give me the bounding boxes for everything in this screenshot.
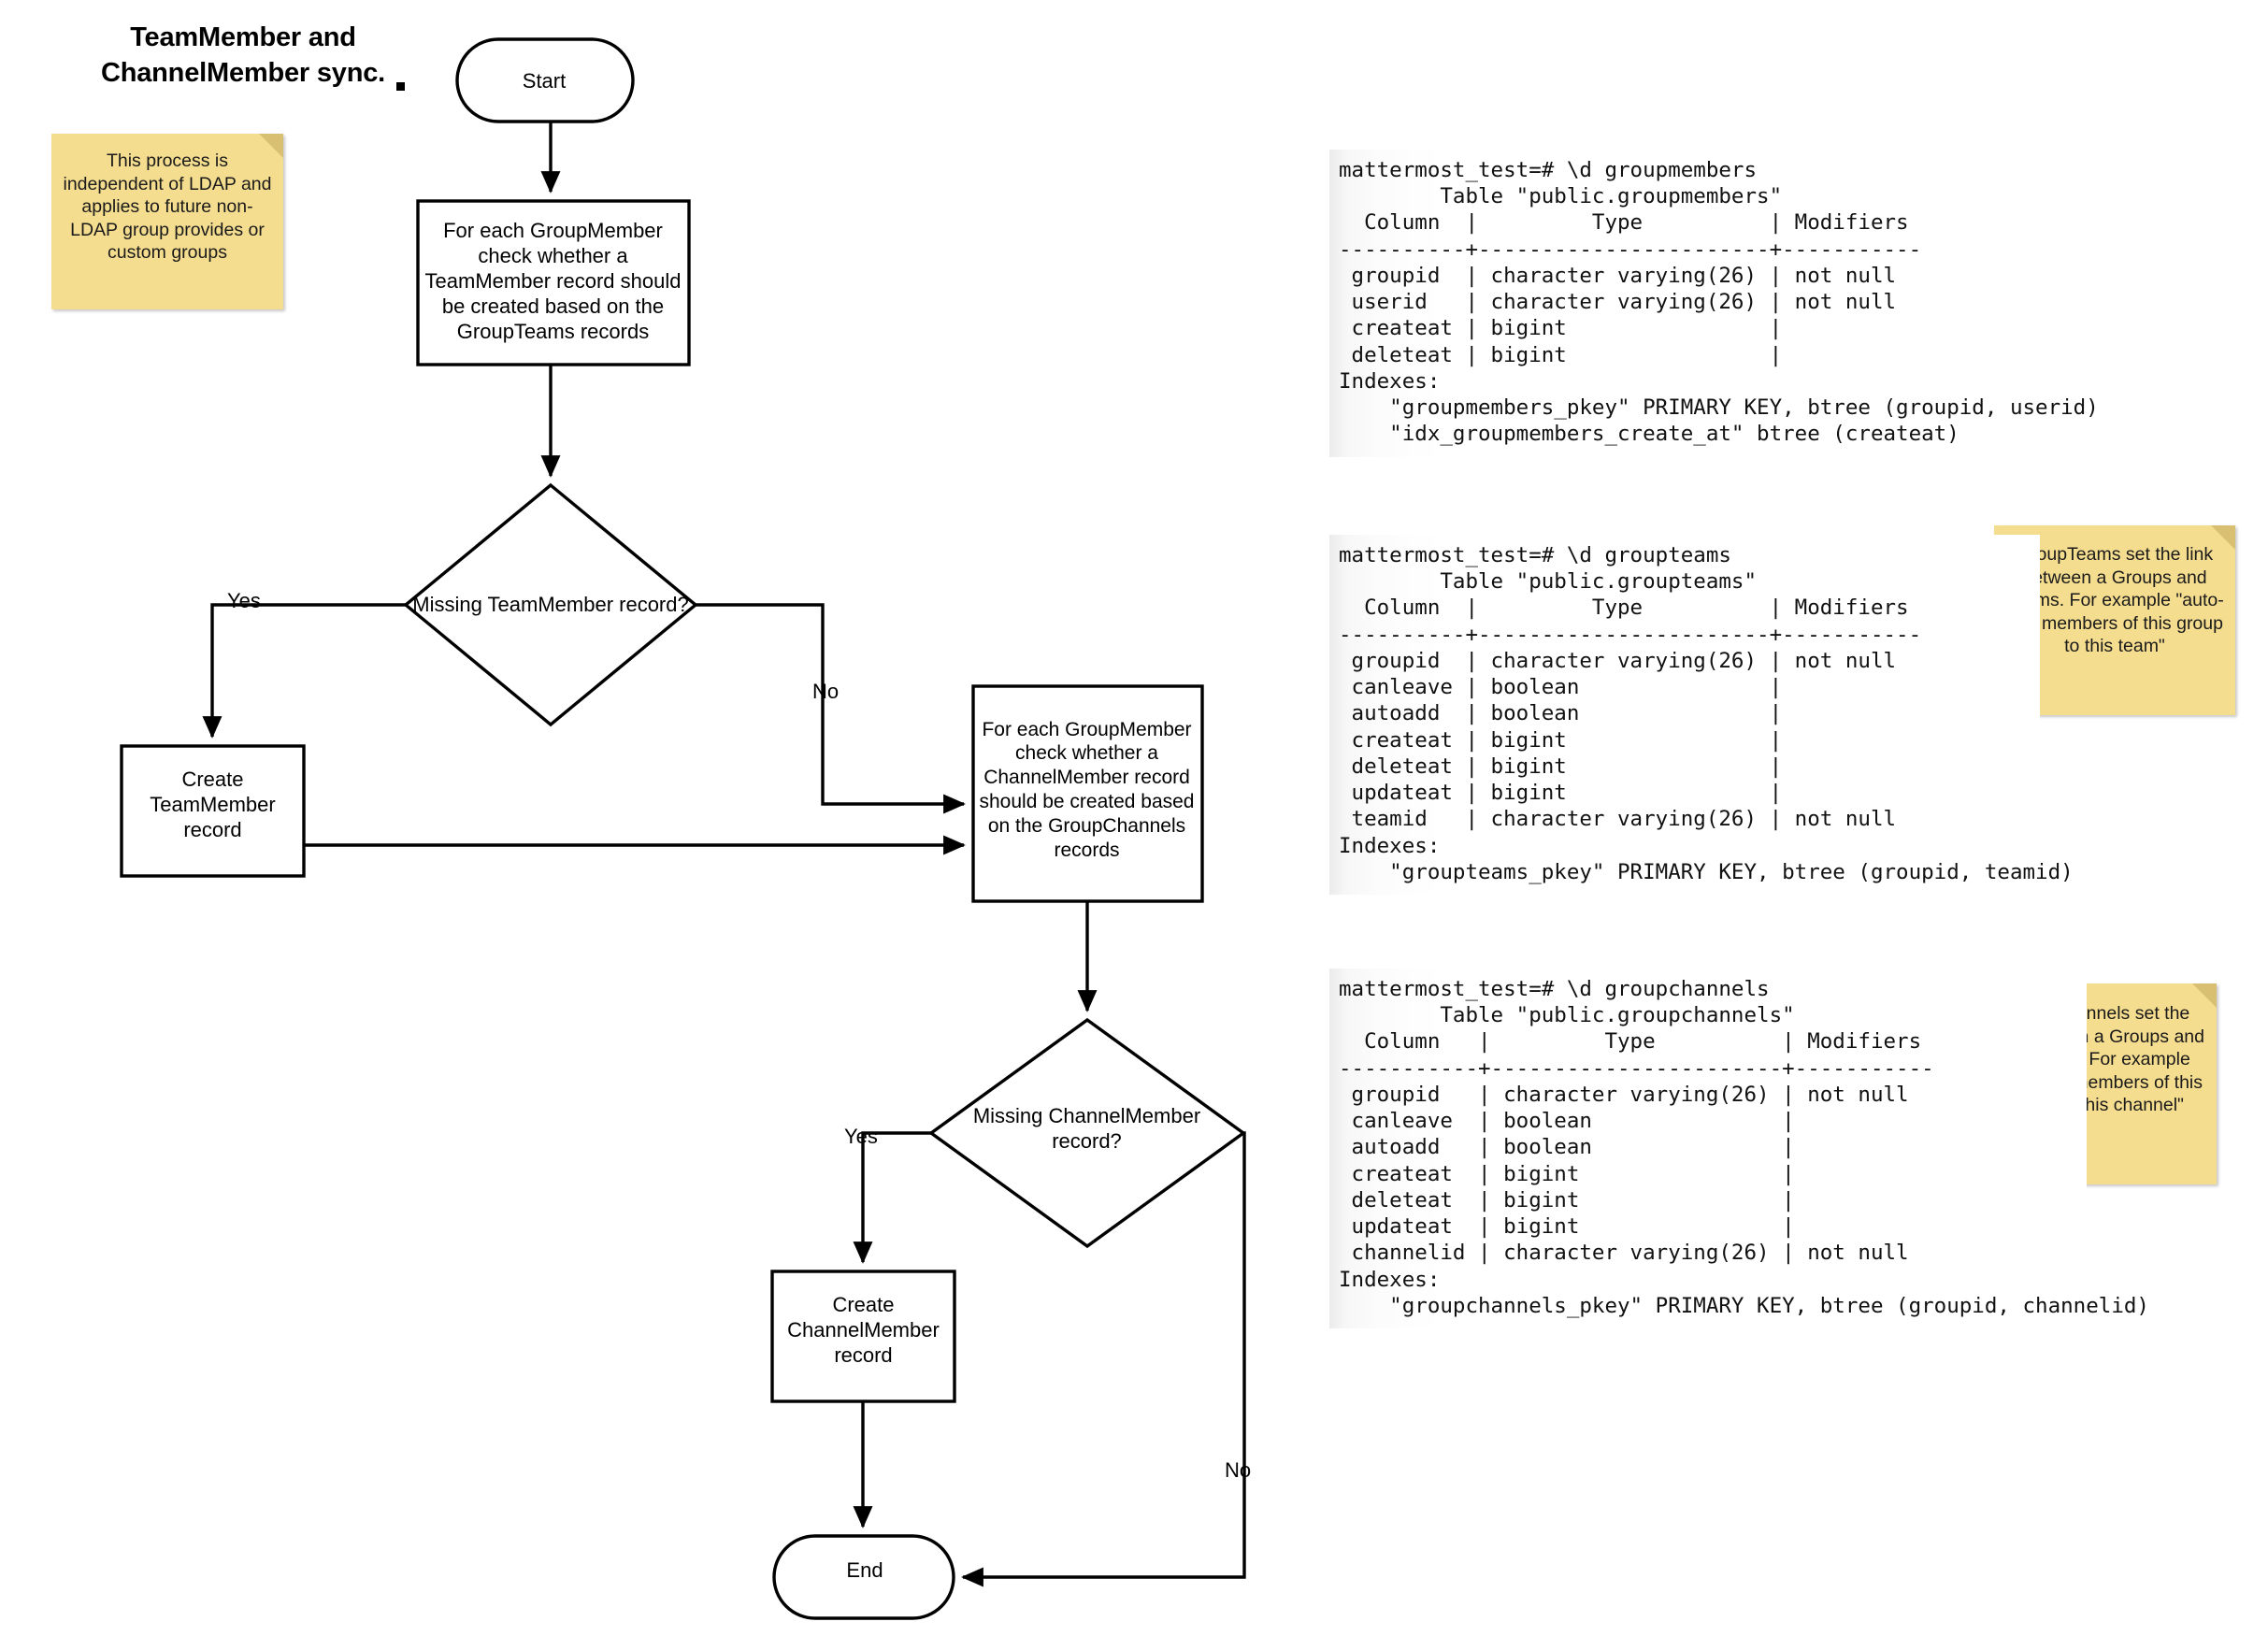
page-title: TeamMember and ChannelMember sync. <box>84 21 402 91</box>
edge-label-no-channelmember: No <box>1225 1458 1252 1482</box>
node-process-teammember-label[interactable]: For each GroupMember check whether a Tea… <box>424 218 682 344</box>
node-start-label[interactable]: Start <box>522 69 567 93</box>
note-fold-icon <box>2211 525 2235 550</box>
node-create-channelmember-label[interactable]: Create ChannelMember record <box>787 1292 940 1368</box>
node-end-label[interactable]: End <box>846 1558 883 1583</box>
node-process-teammember-shape <box>416 199 691 366</box>
node-decision-teammember-label[interactable]: Missing TeamMember record? <box>412 593 689 617</box>
node-process-channelmember-label[interactable]: For each GroupMember check whether a Cha… <box>979 718 1195 861</box>
node-create-teammember-shape <box>120 744 306 878</box>
edge-label-no-teammember: No <box>812 680 840 703</box>
node-create-channelmember-shape <box>770 1270 956 1403</box>
node-end-shape <box>772 1534 955 1620</box>
node-decision-teammember-shape <box>403 482 698 727</box>
sticky-note-groupteams-text: GroupTeams set the link between a Groups… <box>2005 544 2224 657</box>
node-process-channelmember-shape <box>971 684 1204 903</box>
sticky-note-ldap-text: This process is independent of LDAP and … <box>63 151 272 264</box>
page-title-line2: ChannelMember sync. <box>100 57 385 88</box>
edge-decision1-no <box>696 603 966 814</box>
terminal-output-groupmembers: mattermost_test=# \d groupmembers Table … <box>1329 150 2099 457</box>
sticky-note-ldap[interactable]: This process is independent of LDAP and … <box>51 134 283 309</box>
page-title-line1: TeamMember and <box>130 22 356 52</box>
edge-decision1-yes <box>202 603 406 739</box>
note-fold-icon <box>2192 983 2217 1008</box>
edge-label-yes-channelmember: Yes <box>844 1125 878 1148</box>
square-marker-icon <box>396 82 405 91</box>
node-decision-channelmember-label[interactable]: Missing ChannelMember record? <box>972 1103 1201 1153</box>
note-fold-icon <box>259 134 283 158</box>
edge-decision2-no <box>961 1131 1246 1587</box>
terminal-output-groupchannels: mattermost_test=# \d groupchannels Table… <box>1329 969 2149 1329</box>
node-create-teammember-label[interactable]: Create TeamMember record <box>150 767 276 842</box>
edge-decision2-yes <box>853 1131 931 1264</box>
node-start-shape <box>455 37 635 123</box>
node-decision-channelmember-shape <box>928 1017 1246 1249</box>
edge-label-yes-teammember: Yes <box>227 589 261 612</box>
terminal-output-groupteams: mattermost_test=# \d groupteams Table "p… <box>1329 535 2074 896</box>
